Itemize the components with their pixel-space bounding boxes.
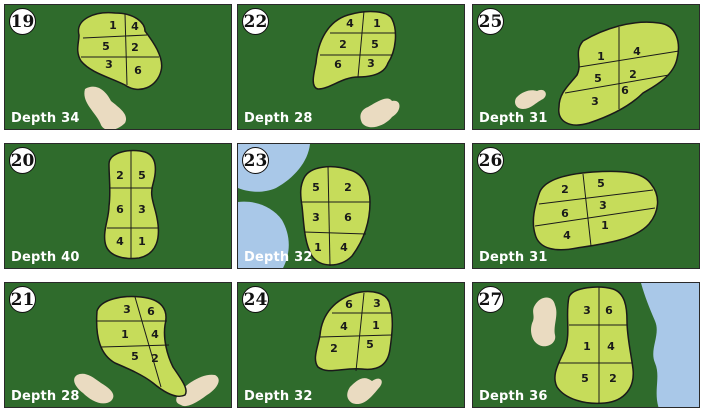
depth-label: Depth 32 <box>244 389 313 404</box>
zone-number: 1 <box>601 219 609 232</box>
depth-label: Depth 31 <box>479 250 548 265</box>
hole-panel-21: 3 6 1 4 5 2 21 Depth 28 <box>4 282 232 408</box>
hole-panel-23: 5 2 3 6 1 4 23 Depth 32 <box>237 143 465 269</box>
hole-number-badge: 27 <box>477 286 504 313</box>
zone-number: 3 <box>312 211 320 224</box>
zone-number: 2 <box>629 68 637 81</box>
zone-number: 2 <box>344 181 352 194</box>
zone-number: 3 <box>367 57 375 70</box>
zone-number: 5 <box>597 177 605 190</box>
zone-number: 4 <box>340 320 348 333</box>
zone-number: 3 <box>591 95 599 108</box>
hole-number-badge: 24 <box>242 286 269 313</box>
zone-number: 1 <box>583 340 591 353</box>
zone-number: 4 <box>346 17 354 30</box>
hole-panel-25: 1 4 5 2 6 3 25 Depth 31 <box>472 4 700 130</box>
zone-number: 1 <box>372 319 380 332</box>
zone-number: 6 <box>116 203 124 216</box>
zone-number: 1 <box>597 50 605 63</box>
zone-number: 6 <box>147 305 155 318</box>
zone-number: 4 <box>340 241 348 254</box>
zone-number: 5 <box>581 372 589 385</box>
zone-number: 1 <box>314 241 322 254</box>
zone-number: 2 <box>330 342 338 355</box>
zone-number: 5 <box>594 72 602 85</box>
zone-number: 6 <box>621 84 629 97</box>
hole-number-badge: 25 <box>477 8 504 35</box>
zone-number: 2 <box>131 41 139 54</box>
zone-number: 4 <box>563 229 571 242</box>
depth-label: Depth 40 <box>11 250 80 265</box>
zone-number: 6 <box>345 298 353 311</box>
zone-number: 6 <box>134 64 142 77</box>
hole-panel-22: 4 1 2 5 6 3 22 Depth 28 <box>237 4 465 130</box>
zone-number: 1 <box>138 235 146 248</box>
zone-number: 3 <box>373 297 381 310</box>
zone-number: 6 <box>561 207 569 220</box>
hole-number-badge: 19 <box>9 8 36 35</box>
hole-panel-27: 3 6 1 4 5 2 27 Depth 36 <box>472 282 700 408</box>
depth-label: Depth 28 <box>11 389 80 404</box>
zone-number: 3 <box>599 199 607 212</box>
zone-number: 3 <box>583 304 591 317</box>
hole-panel-19: 1 4 5 2 3 6 19 Depth 34 <box>4 4 232 130</box>
zone-number: 4 <box>131 20 139 33</box>
hole-panel-26: 2 5 6 3 1 4 26 Depth 31 <box>472 143 700 269</box>
zone-number: 6 <box>605 304 613 317</box>
zone-number: 4 <box>633 45 641 58</box>
hole-number-badge: 23 <box>242 147 269 174</box>
zone-number: 5 <box>371 38 379 51</box>
zone-number: 5 <box>131 350 139 363</box>
zone-number: 2 <box>116 169 124 182</box>
zone-number: 4 <box>151 328 159 341</box>
zone-number: 2 <box>151 352 159 365</box>
zone-number: 6 <box>344 211 352 224</box>
hole-number-badge: 22 <box>242 8 269 35</box>
depth-label: Depth 36 <box>479 389 548 404</box>
zone-number: 3 <box>105 58 113 71</box>
depth-label: Depth 28 <box>244 111 313 126</box>
zone-number: 6 <box>334 58 342 71</box>
zone-number: 3 <box>138 203 146 216</box>
zone-number: 2 <box>339 38 347 51</box>
zone-number: 1 <box>121 328 129 341</box>
zone-number: 2 <box>609 372 617 385</box>
zone-number: 5 <box>138 169 146 182</box>
zone-number: 5 <box>102 40 110 53</box>
hole-panel-24: 6 3 4 1 2 5 24 Depth 32 <box>237 282 465 408</box>
hole-number-badge: 26 <box>477 147 504 174</box>
zone-number: 2 <box>561 183 569 196</box>
depth-label: Depth 34 <box>11 111 80 126</box>
zone-number: 3 <box>123 303 131 316</box>
zone-number: 5 <box>366 338 374 351</box>
putting-green <box>105 151 159 259</box>
depth-label: Depth 31 <box>479 111 548 126</box>
zone-number: 1 <box>373 17 381 30</box>
hole-number-badge: 20 <box>9 147 36 174</box>
zone-number: 5 <box>312 181 320 194</box>
depth-label: Depth 32 <box>244 250 313 265</box>
hole-panel-20: 2 5 6 3 4 1 20 Depth 40 <box>4 143 232 269</box>
hole-number-badge: 21 <box>9 286 36 313</box>
zone-number: 4 <box>116 235 124 248</box>
zone-number: 4 <box>607 340 615 353</box>
zone-number: 1 <box>109 19 117 32</box>
